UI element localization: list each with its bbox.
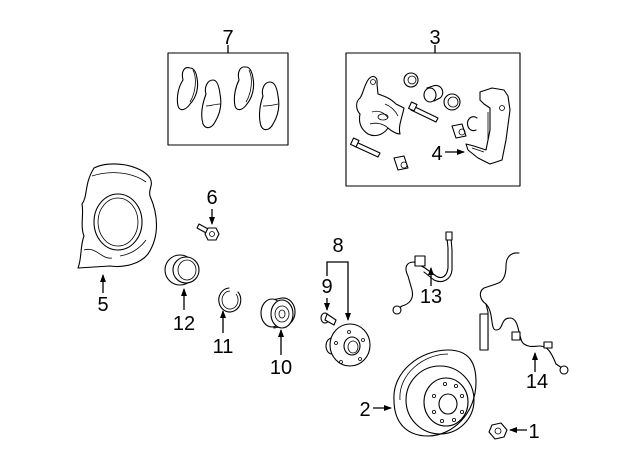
caliper-seal-2 <box>443 93 461 111</box>
callout-14: 14 <box>526 371 548 393</box>
callout-6: 6 <box>206 187 217 209</box>
callout-10: 10 <box>270 357 292 379</box>
lug-nut[interactable] <box>488 422 508 440</box>
caliper-body <box>356 75 405 137</box>
bleeder-boot-2 <box>393 155 409 171</box>
splash-shield[interactable] <box>77 163 158 269</box>
brake-pad-3 <box>233 66 255 111</box>
guide-pin-bolt-1 <box>408 101 439 123</box>
snap-ring[interactable] <box>218 287 242 313</box>
callout-3: 3 <box>429 27 440 49</box>
brake-hose[interactable] <box>392 231 453 315</box>
brake-pad-1 <box>176 67 199 111</box>
callout-11: 11 <box>213 336 234 358</box>
retaining-ring <box>466 116 478 132</box>
callout-2: 2 <box>359 399 370 421</box>
brake-pad-4 <box>258 81 280 131</box>
callout-9: 9 <box>321 276 332 298</box>
brake-pads-group[interactable] <box>167 45 289 146</box>
guide-pin-bolt-2 <box>350 137 381 158</box>
callout-12: 12 <box>173 313 195 335</box>
caliper-assembly-group[interactable] <box>345 45 521 187</box>
dust-seal[interactable] <box>164 254 200 286</box>
caliper-piston <box>423 84 444 103</box>
wheel-stud[interactable] <box>320 312 337 326</box>
shield-bolt[interactable] <box>196 223 220 241</box>
brake-rotor[interactable] <box>393 349 477 437</box>
bleeder-boot-1 <box>451 123 467 139</box>
wheel-bearing[interactable] <box>260 297 296 329</box>
caliper-assembly-box <box>345 52 521 187</box>
callout-8: 8 <box>332 235 343 257</box>
callout-13: 13 <box>420 286 442 308</box>
caliper-seal-1 <box>403 72 419 88</box>
hub-assembly[interactable] <box>325 323 371 367</box>
callout-5: 5 <box>97 294 108 316</box>
brake-pad-2 <box>201 79 222 129</box>
callout-7: 7 <box>222 27 233 49</box>
callout-4: 4 <box>431 143 442 165</box>
caliper-support-bracket <box>465 87 511 165</box>
callout-1: 1 <box>528 421 539 443</box>
abs-sensor-harness[interactable] <box>479 252 569 375</box>
